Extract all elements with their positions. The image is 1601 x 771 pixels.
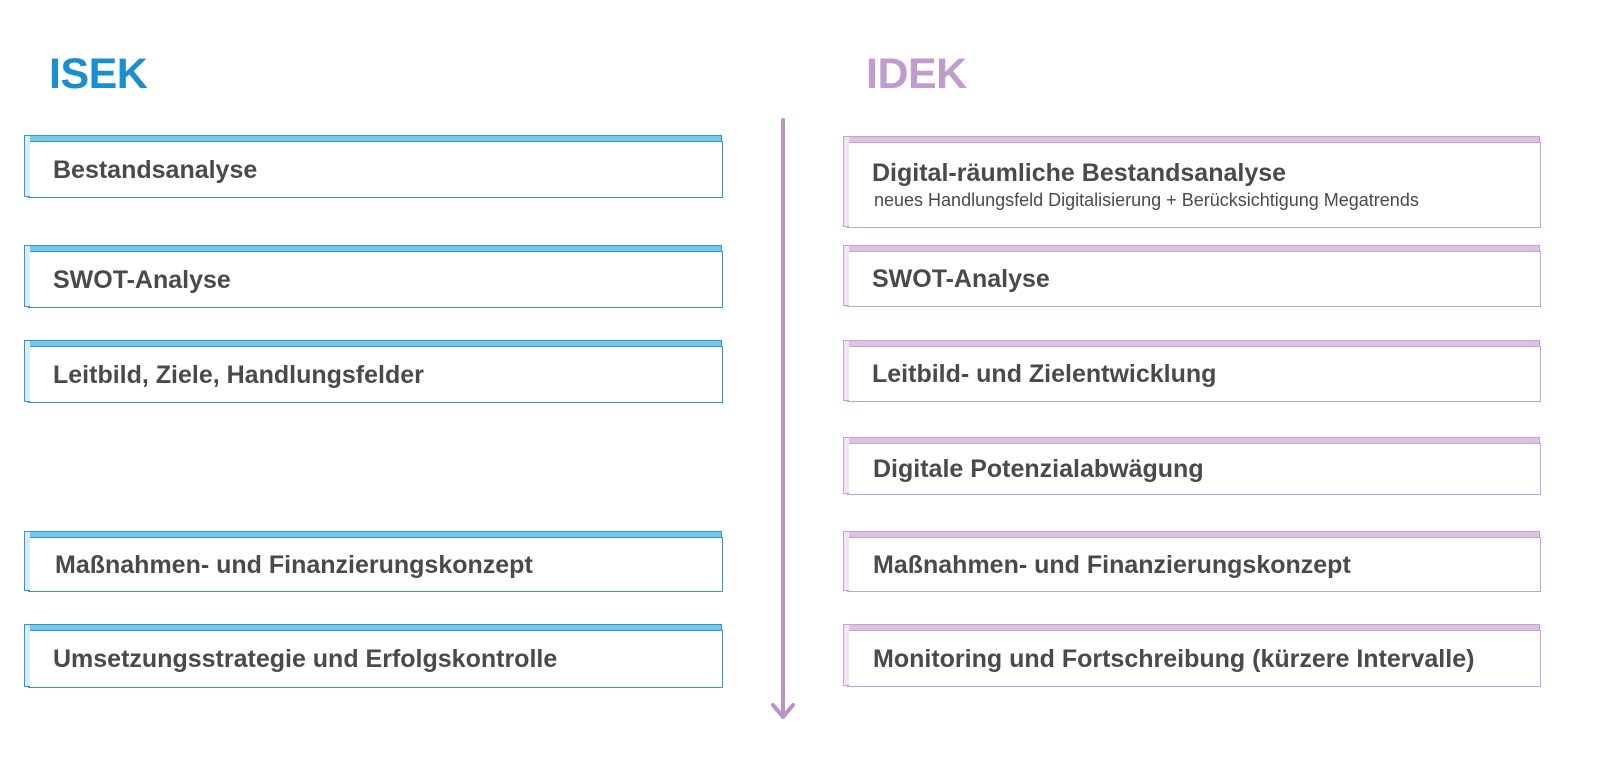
idek-step-monitoring: Monitoring und Fortschreibung (kürzere I… [843, 624, 1541, 687]
idek-step-leitbild: Leitbild- und Zielentwicklung [843, 340, 1541, 402]
idek-step-potenzialabwaegung: Digitale Potenzialabwägung [843, 437, 1541, 495]
idek-title: IDEK [866, 50, 967, 98]
isek-step-label: Leitbild, Ziele, Handlungsfelder [53, 360, 424, 389]
timeline-down-arrow-icon [771, 118, 795, 719]
idek-step-digital-bestandsanalyse: Digital-räumliche Bestandsanalyse neues … [843, 136, 1541, 228]
isek-step-massnahmen: Maßnahmen- und Finanzierungskonzept [24, 531, 723, 592]
isek-step-leitbild: Leitbild, Ziele, Handlungsfelder [24, 340, 723, 403]
idek-step-swot: SWOT-Analyse [843, 245, 1541, 307]
isek-title: ISEK [49, 50, 148, 98]
idek-step-label: Digital-räumliche Bestandsanalyse [872, 159, 1287, 187]
isek-step-label: Bestandsanalyse [53, 155, 258, 184]
idek-step-label: Leitbild- und Zielentwicklung [872, 360, 1217, 388]
isek-step-label: SWOT-Analyse [53, 265, 231, 294]
isek-step-label: Umsetzungsstrategie und Erfolgskontrolle [53, 645, 558, 673]
isek-step-bestandsanalyse: Bestandsanalyse [24, 135, 723, 198]
idek-step-label: Digitale Potenzialabwägung [873, 455, 1204, 483]
idek-step-label: SWOT-Analyse [872, 265, 1050, 293]
isek-step-umsetzung: Umsetzungsstrategie und Erfolgskontrolle [24, 624, 723, 688]
idek-step-sublabel: neues Handlungsfeld Digitalisierung + Be… [874, 190, 1419, 210]
isek-step-label: Maßnahmen- und Finanzierungskonzept [55, 550, 533, 579]
idek-step-label: Maßnahmen- und Finanzierungskonzept [873, 550, 1351, 579]
idek-step-massnahmen: Maßnahmen- und Finanzierungskonzept [843, 531, 1541, 592]
idek-step-label: Monitoring und Fortschreibung (kürzere I… [873, 644, 1475, 673]
isek-step-swot: SWOT-Analyse [24, 245, 723, 308]
